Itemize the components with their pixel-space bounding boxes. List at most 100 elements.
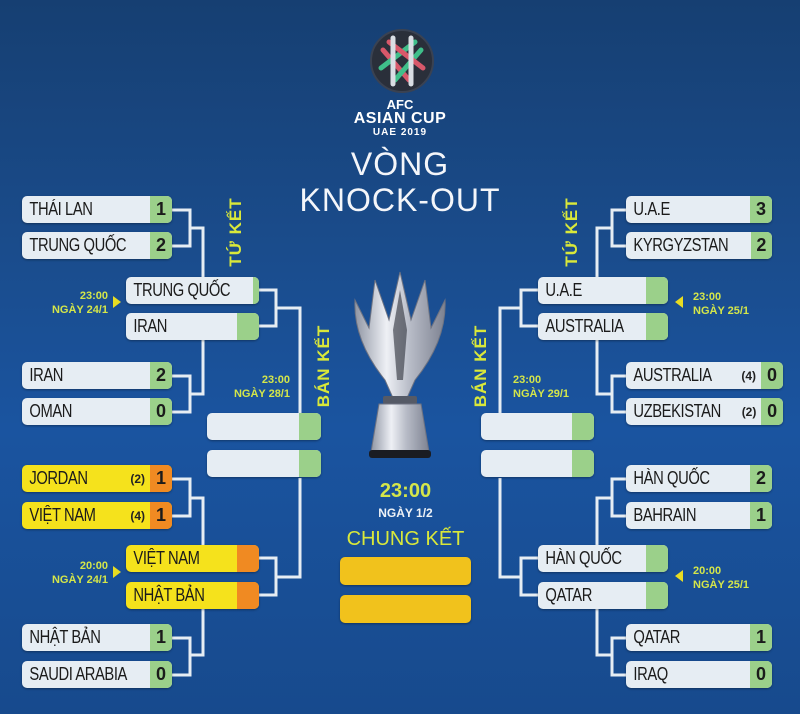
trophy-icon — [345, 270, 455, 465]
match-box-qatar: QATAR 1 — [626, 624, 772, 651]
team-score: 1 — [150, 465, 172, 492]
final-date: NGÀY 1/2 — [378, 506, 433, 520]
team-score: 0 — [750, 661, 772, 688]
stage-label-final: CHUNG KẾT — [346, 528, 465, 550]
team-name: VIỆT NAM — [29, 505, 96, 525]
qf-left-1-time: 23:00 NGÀY 24/1 — [20, 289, 108, 317]
qf-box-han-quoc: HÀN QUỐC — [538, 545, 668, 572]
arrow-right-icon — [113, 296, 121, 308]
qf-box-trung-quoc: TRUNG QUỐC — [126, 277, 259, 304]
qf-left-2-time: 20:00 NGÀY 24/1 — [20, 559, 108, 587]
match-box-jordan: JORDAN (2) 1 — [22, 465, 172, 492]
sf-box-right-top — [481, 413, 594, 440]
match-date: NGÀY 29/1 — [513, 388, 570, 400]
logo-emblem-icon — [370, 29, 434, 93]
penalty-score: (4) — [130, 508, 145, 523]
match-box-viet-nam: VIỆT NAM (4) 1 — [22, 502, 172, 529]
match-box-iran: IRAN 2 — [22, 362, 172, 389]
arrow-left-icon — [675, 296, 683, 308]
match-date: NGÀY 25/1 — [693, 579, 750, 591]
team-name: NHẬT BẢN — [29, 627, 101, 647]
qf-right-2-time: 20:00 NGÀY 25/1 — [693, 564, 783, 592]
match-box-iraq: IRAQ 0 — [626, 661, 772, 688]
team-name: IRAN — [133, 316, 168, 336]
team-name: AUSTRALIA — [633, 365, 712, 385]
team-score — [237, 545, 259, 572]
team-score: 2 — [750, 232, 772, 259]
team-name: TRUNG QUỐC — [29, 235, 127, 255]
team-name: U.A.E — [545, 280, 582, 300]
penalty-score: (4) — [741, 368, 756, 383]
team-score: 0 — [761, 362, 783, 389]
qf-box-australia: AUSTRALIA — [538, 313, 668, 340]
team-name: IRAN — [29, 365, 64, 385]
match-box-han-quoc: HÀN QUỐC 2 — [626, 465, 772, 492]
qf-box-nhat-ban: NHẬT BẢN — [126, 582, 259, 609]
sf-left-time: 23:00 NGÀY 28/1 — [200, 373, 290, 401]
team-name: THÁI LAN — [29, 199, 93, 219]
logo-uae-2019: UAE 2019 — [372, 127, 428, 138]
team-name — [207, 413, 282, 440]
team-score — [237, 582, 259, 609]
arrow-left-icon — [675, 570, 683, 582]
stage-label-quarterfinal-right: TỨ KẾT — [562, 197, 581, 267]
logo-asian-cup: ASIAN CUP — [353, 110, 447, 127]
team-name: OMAN — [29, 401, 73, 421]
match-time: 23:00 — [693, 291, 722, 303]
team-score — [572, 413, 594, 440]
sf-box-left-bottom — [207, 450, 321, 477]
team-name: QATAR — [545, 585, 592, 605]
team-name: AUSTRALIA — [545, 316, 624, 336]
match-box-nhat-ban: NHẬT BẢN 1 — [22, 624, 172, 651]
penalty-score: (2) — [130, 471, 145, 486]
team-name: QATAR — [633, 627, 680, 647]
team-score — [646, 277, 668, 304]
sf-box-left-top — [207, 413, 321, 440]
team-score: 1 — [150, 624, 172, 651]
team-name — [481, 413, 556, 440]
team-score — [646, 313, 668, 340]
team-score — [299, 413, 321, 440]
team-name: KYRGYZSTAN — [633, 235, 729, 255]
team-name: HÀN QUỐC — [633, 468, 710, 488]
team-score: 1 — [750, 624, 772, 651]
team-name — [481, 450, 556, 477]
match-box-kyrgyzstan: KYRGYZSTAN 2 — [626, 232, 772, 259]
logo-afc: AFC — [386, 97, 414, 112]
team-score: 2 — [750, 465, 772, 492]
match-box-australia: AUSTRALIA (4) 0 — [626, 362, 783, 389]
sf-right-time: 23:00 NGÀY 29/1 — [513, 373, 603, 401]
team-score: 3 — [750, 196, 772, 223]
team-score: 1 — [150, 196, 172, 223]
stage-label-semifinal-left: BÁN KẾT — [314, 324, 333, 408]
qf-box-uae: U.A.E — [538, 277, 668, 304]
team-name: NHẬT BẢN — [133, 585, 205, 605]
match-box-thai-lan: THÁI LAN 1 — [22, 196, 172, 223]
team-name: SAUDI ARABIA — [29, 664, 127, 684]
match-time: 23:00 — [513, 374, 542, 386]
stage-label-quarterfinal-left: TỨ KẾT — [226, 197, 245, 267]
qf-right-1-time: 23:00 NGÀY 25/1 — [693, 290, 783, 318]
match-time: 20:00 — [693, 565, 722, 577]
team-name: BAHRAIN — [633, 505, 697, 525]
team-score — [572, 450, 594, 477]
team-score: 1 — [150, 502, 172, 529]
team-name: VIỆT NAM — [133, 548, 200, 568]
final-box-top — [340, 557, 471, 585]
team-score — [646, 582, 668, 609]
penalty-score: (2) — [741, 404, 757, 419]
team-score: 2 — [150, 232, 172, 259]
team-score — [299, 450, 321, 477]
team-name: U.A.E — [633, 199, 670, 219]
team-score: 2 — [150, 362, 172, 389]
match-box-uae: U.A.E 3 — [626, 196, 772, 223]
match-box-saudi-arabia: SAUDI ARABIA 0 — [22, 661, 172, 688]
team-score: 0 — [150, 398, 172, 425]
match-time: 20:00 — [79, 560, 108, 572]
match-time: 23:00 — [261, 374, 290, 386]
team-name: IRAQ — [633, 664, 668, 684]
match-date: NGÀY 25/1 — [693, 305, 750, 317]
match-time: 23:00 — [79, 290, 108, 302]
match-box-uzbekistan: UZBEKISTAN (2) 0 — [626, 398, 783, 425]
team-score — [253, 277, 259, 304]
